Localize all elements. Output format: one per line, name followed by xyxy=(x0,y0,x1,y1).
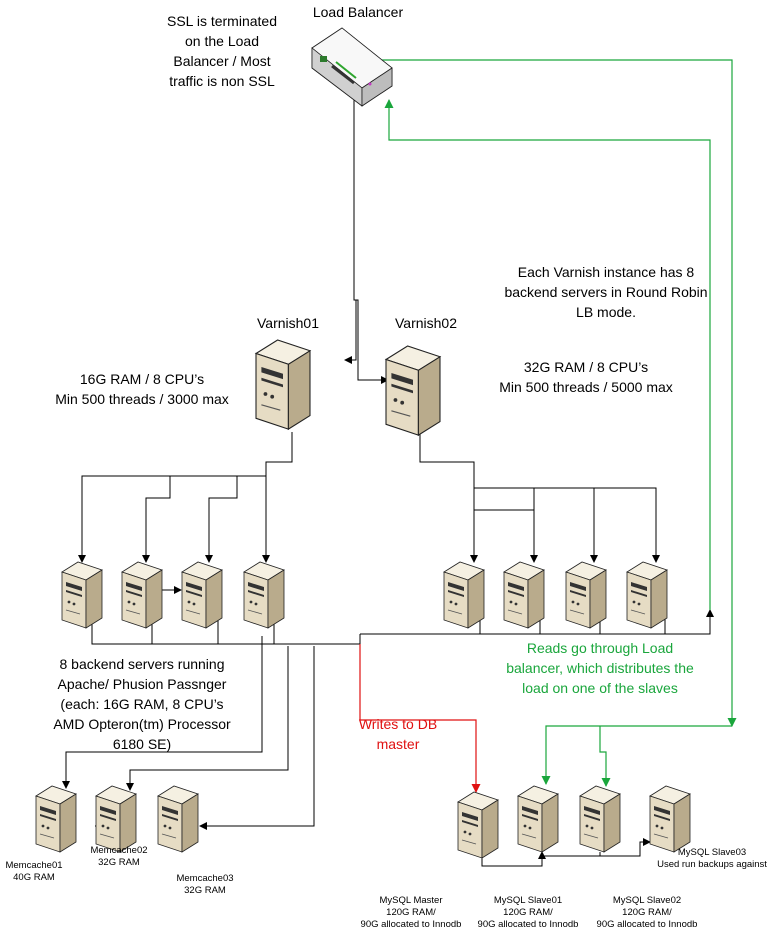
mysql-slave03-name: MySQL Slave03 xyxy=(678,847,746,858)
backend-to-memcache01 xyxy=(62,636,263,789)
backend03-server-icon xyxy=(181,561,223,629)
lb-to-varnish02-link xyxy=(354,299,389,384)
mysql-master-caption: MySQL Master 120G RAM/ 90G allocated to … xyxy=(361,895,462,930)
memcache03-name: Memcache03 xyxy=(176,873,233,884)
varnish01-spec-line: 16G RAM / 8 CPU’s xyxy=(80,371,204,387)
memcache01-caption: Memcache01 40G RAM xyxy=(5,860,62,883)
round-robin-note: Each Varnish instance has 8 backend serv… xyxy=(504,264,707,320)
reads-note-line: balancer, which distributes the xyxy=(506,660,694,676)
reads-lb-link xyxy=(375,59,737,727)
ssl-note: SSL is terminated on the Load Balancer /… xyxy=(167,13,277,89)
mysql-slave01-innodb: 90G allocated to Innodb xyxy=(478,919,579,930)
backend-to-memcache02 xyxy=(126,646,289,791)
backend01-server-icon xyxy=(61,561,103,629)
mysql-slave01-name: MySQL Slave01 xyxy=(494,895,562,906)
varnish02-backend-bus xyxy=(419,432,478,563)
backend-to-memcache03 xyxy=(199,646,315,830)
backend05-server-icon xyxy=(443,561,485,629)
memcache02-server-icon xyxy=(95,785,137,853)
mysql-slave03-note: Used run backups against xyxy=(657,859,767,870)
mysql-master-ram: 120G RAM/ xyxy=(386,907,436,918)
varnish01-backend-bus xyxy=(78,432,293,563)
mysql-slave03-caption: MySQL Slave03 Used run backups against xyxy=(657,847,767,870)
lb-to-varnish01-link xyxy=(344,98,357,364)
ssl-note-line: Balancer / Most xyxy=(173,53,270,69)
memcache03-server-icon xyxy=(157,785,199,853)
mysql-slave02-ram: 120G RAM/ xyxy=(622,907,672,918)
backend-note: 8 backend servers running Apache/ Phusio… xyxy=(53,656,231,752)
round-robin-line: Each Varnish instance has 8 xyxy=(518,264,695,280)
mysql-slave01-server-icon xyxy=(517,785,559,853)
mysql-slave01-caption: MySQL Slave01 120G RAM/ 90G allocated to… xyxy=(478,895,579,930)
reads-note: Reads go through Load balancer, which di… xyxy=(506,640,694,696)
mysql-slave03-server-icon xyxy=(649,785,691,853)
backend06-server-icon xyxy=(503,561,545,629)
varnish01-spec-line: Min 500 threads / 3000 max xyxy=(55,391,229,407)
backend04-server-icon xyxy=(243,561,285,629)
varnish02-spec-line: 32G RAM / 8 CPU’s xyxy=(524,359,648,375)
memcache02-name: Memcache02 xyxy=(90,845,147,856)
round-robin-line: LB mode. xyxy=(576,304,636,320)
round-robin-line: backend servers in Round Robin xyxy=(504,284,707,300)
varnish02-spec: 32G RAM / 8 CPU’s Min 500 threads / 5000… xyxy=(499,359,673,395)
memcache01-server-icon xyxy=(35,785,77,853)
writes-note-line: Writes to DB xyxy=(359,716,437,732)
ssl-note-line: on the Load xyxy=(185,33,259,49)
backend-note-line: Apache/ Phusion Passnger xyxy=(58,676,227,692)
varnish01-server-icon xyxy=(254,339,312,431)
servers-layer xyxy=(35,339,691,859)
varnish02-label: Varnish02 xyxy=(395,315,457,331)
load-balancer-icon xyxy=(311,27,393,107)
writes-note-line: master xyxy=(377,736,420,752)
varnish01-spec: 16G RAM / 8 CPU’s Min 500 threads / 3000… xyxy=(55,371,229,407)
backend-note-line: 8 backend servers running xyxy=(60,656,225,672)
mysql-slave01-ram: 120G RAM/ xyxy=(503,907,553,918)
reads-note-line: Reads go through Load xyxy=(527,640,673,656)
varnish02-server-icon xyxy=(384,345,442,437)
writes-to-master-link xyxy=(359,644,481,793)
backend08-server-icon xyxy=(626,561,668,629)
writes-note: Writes to DB master xyxy=(359,716,437,752)
reads-note-line: load on one of the slaves xyxy=(522,680,678,696)
ssl-note-line: traffic is non SSL xyxy=(169,73,275,89)
memcache01-ram: 40G RAM xyxy=(13,872,55,883)
ssl-note-line: SSL is terminated xyxy=(167,13,277,29)
mysql-slave02-caption: MySQL Slave02 120G RAM/ 90G allocated to… xyxy=(597,895,698,930)
load-balancer-label: Load Balancer xyxy=(313,4,404,20)
memcache03-ram: 32G RAM xyxy=(184,885,226,896)
mysql-slave02-server-icon xyxy=(579,785,621,853)
varnish01-label: Varnish01 xyxy=(257,315,319,331)
backend-note-line: AMD Opteron(tm) Processor xyxy=(53,716,231,732)
memcache03-caption: Memcache03 32G RAM xyxy=(176,873,233,896)
mysql-master-server-icon xyxy=(457,791,499,859)
mysql-master-innodb: 90G allocated to Innodb xyxy=(361,919,462,930)
memcache02-caption: Memcache02 32G RAM xyxy=(90,845,147,868)
varnish02-spec-line: Min 500 threads / 5000 max xyxy=(499,379,673,395)
backend-note-line: 6180 SE) xyxy=(113,736,171,752)
backend02-server-icon xyxy=(121,561,163,629)
reads-to-slaves-link xyxy=(541,725,732,785)
backend07-server-icon xyxy=(565,561,607,629)
backend-note-line: (each: 16G RAM, 8 CPU’s xyxy=(60,696,223,712)
mysql-slave02-name: MySQL Slave02 xyxy=(613,895,681,906)
mysql-master-name: MySQL Master xyxy=(380,895,443,906)
memcache01-name: Memcache01 xyxy=(5,860,62,871)
mysql-slave02-innodb: 90G allocated to Innodb xyxy=(597,919,698,930)
memcache02-ram: 32G RAM xyxy=(98,857,140,868)
